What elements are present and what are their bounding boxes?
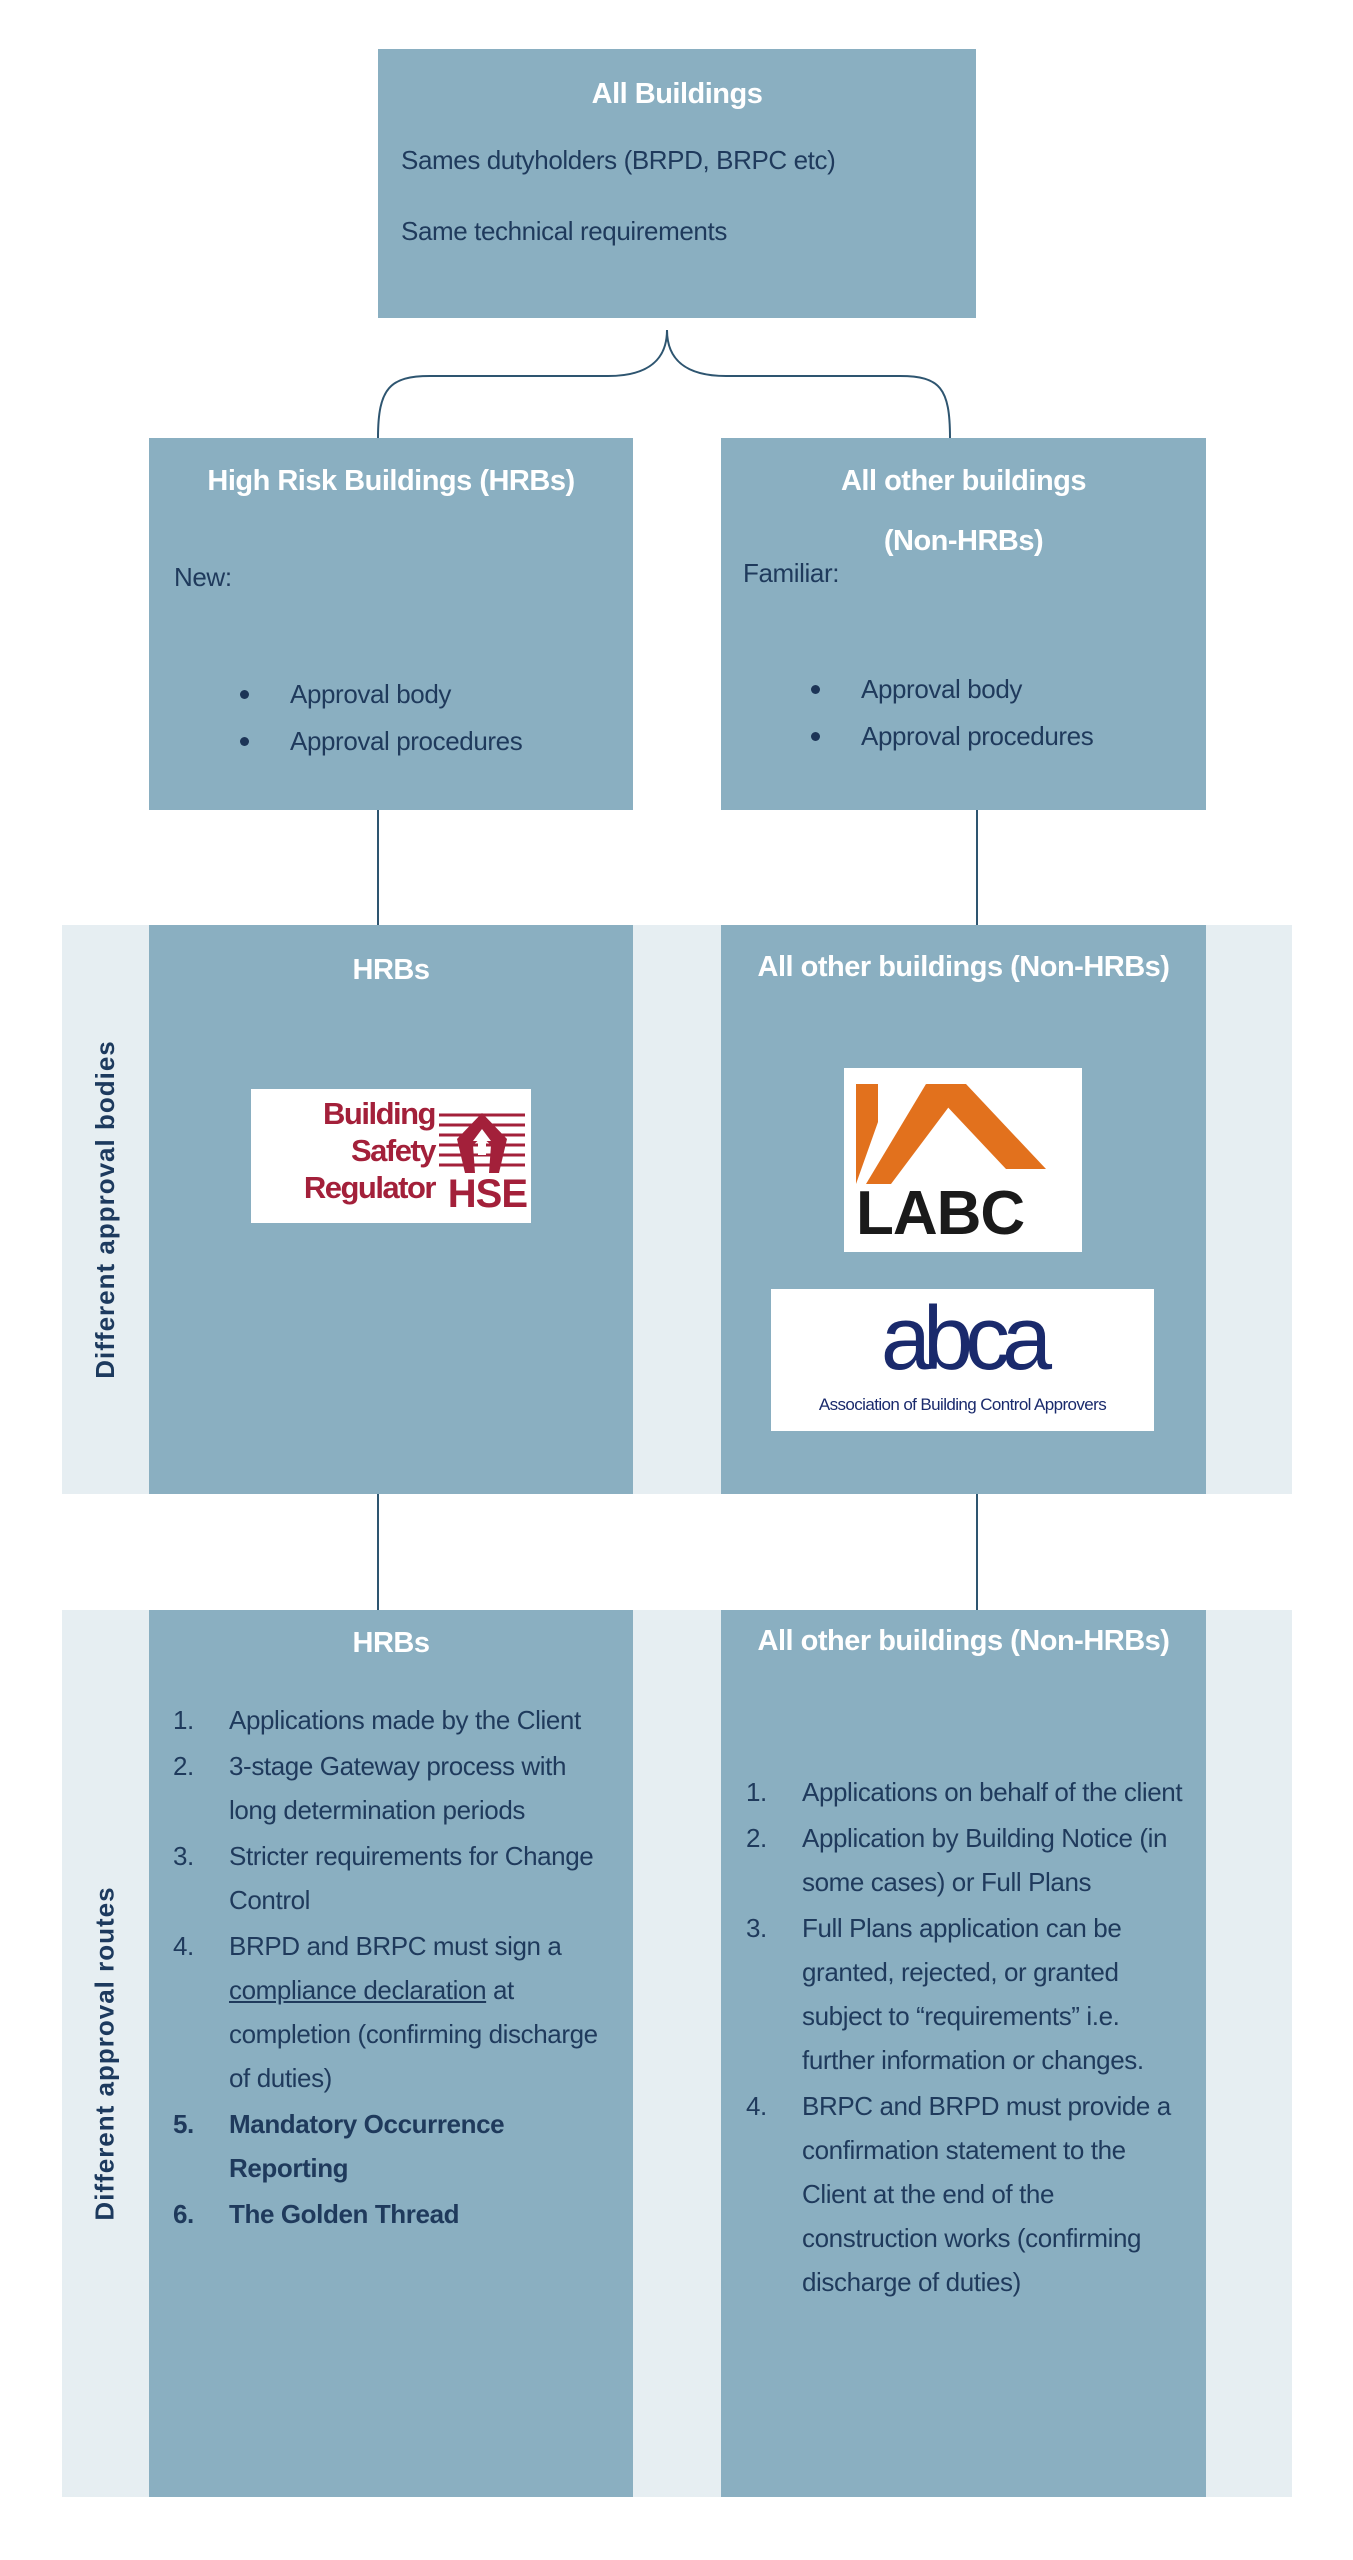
connector-line (976, 810, 978, 925)
non-hrb-title-1: All other buildings (840, 465, 1087, 497)
item-text: BRPD and BRPC must sign a (229, 1931, 562, 1961)
compliance-declaration-link[interactable]: compliance declaration (229, 1975, 487, 2005)
approval-bodies-label: Different approval bodies (62, 925, 149, 1494)
abca-logo: abca Association of Building Control App… (771, 1289, 1154, 1431)
item-text: Applications made by the Client (229, 1705, 581, 1735)
labc-text: LABC (856, 1179, 1025, 1248)
top-line-1: Sames dutyholders (BRPD, BRPC etc) (401, 145, 836, 175)
item-number: 3. (746, 1913, 767, 1943)
list-item: 1. Applications on behalf of the client (746, 1770, 1194, 1814)
list-item: 4. BRPD and BRPC must sign a compliance d… (173, 1924, 619, 2100)
list-item: 6. The Golden Thread (173, 2192, 619, 2236)
item-text: Full Plans application can be granted, r… (802, 1913, 1144, 2075)
hrb-box: High Risk Buildings (HRBs) New: Approval… (149, 438, 633, 810)
bsr-hse-logo: Building Safety Regulator HSE (251, 1089, 531, 1223)
bullet-item: Approval procedures (226, 718, 523, 765)
side-label: Different approval bodies (90, 1040, 120, 1379)
item-number: 2. (173, 1751, 194, 1781)
item-text: Mandatory Occurrence Reporting (229, 2109, 505, 2183)
item-number: 4. (173, 1931, 194, 1961)
non-hrb-bullets: Approval body Approval procedures (797, 666, 1094, 760)
list-item: 3. Full Plans application can be granted,… (746, 1906, 1194, 2082)
side-label: Different approval routes (90, 1886, 121, 2221)
item-text: The Golden Thread (229, 2199, 460, 2229)
all-buildings-title: All Buildings (591, 78, 763, 110)
list-item: 2. Application by Building Notice (in som… (746, 1816, 1194, 1904)
item-number: 1. (746, 1777, 767, 1807)
bsr-line3: Regulator (303, 1170, 437, 1205)
connector-line (976, 1494, 978, 1610)
hse-emblem-icon (439, 1113, 525, 1173)
hrb-title: High Risk Buildings (HRBs) (207, 465, 575, 497)
abca-subtitle: Association of Building Control Approver… (818, 1395, 1107, 1414)
item-number: 5. (173, 2109, 194, 2139)
top-line-2: Same technical requirements (401, 216, 727, 246)
bsr-line2: Safety (350, 1133, 437, 1168)
all-buildings-box: All Buildings Sames dutyholders (BRPD, B… (378, 49, 976, 318)
item-text: Applications on behalf of the client (802, 1777, 1183, 1807)
non-hrb-title-2: (Non-HRBs) (883, 525, 1044, 557)
list-item: 3. Stricter requirements for Change Contr… (173, 1834, 619, 1922)
non-hrb-routes-box: All other buildings (Non-HRBs) 1. Applica… (721, 1610, 1206, 2497)
item-number: 4. (746, 2091, 767, 2121)
item-text: Application by Building Notice (in some … (802, 1823, 1168, 1897)
item-text: 3-stage Gateway process with long determ… (229, 1751, 567, 1825)
list-item: 1. Applications made by the Client (173, 1698, 619, 1742)
hrb-intro: New: (174, 562, 232, 592)
non-hrb-intro: Familiar: (743, 558, 840, 588)
item-number: 3. (173, 1841, 194, 1871)
hrb-bodies-box: HRBs (149, 925, 633, 1494)
labc-roof-icon (856, 1084, 1046, 1184)
item-text: BRPC and BRPD must provide a confirmatio… (802, 2091, 1171, 2297)
hrb-routes-list: 1. Applications made by the Client 2. 3-st… (173, 1698, 619, 2238)
list-item: 5. Mandatory Occurrence Reporting (173, 2102, 619, 2190)
bullet-item: Approval procedures (797, 713, 1094, 760)
bsr-line1: Building (323, 1096, 436, 1131)
item-number: 6. (173, 2199, 194, 2229)
bullet-item: Approval body (797, 666, 1093, 713)
hrb-routes-box: HRBs 1. Applications made by the Client 2… (149, 1610, 633, 2497)
hrb-bodies-title: HRBs (352, 954, 430, 986)
list-item: 4. BRPC and BRPD must provide a confirmat… (746, 2084, 1194, 2304)
hse-mark: HSE (447, 1172, 528, 1216)
non-hrb-routes-title: All other buildings (Non-HRBs) (757, 1625, 1170, 1657)
item-text: Stricter requirements for Change Control (229, 1841, 594, 1915)
item-number: 2. (746, 1823, 767, 1853)
connector-line (377, 1494, 379, 1610)
item-text: at completion (confirming discharge of d… (229, 1975, 598, 2093)
non-hrb-bodies-title: All other buildings (Non-HRBs) (757, 951, 1170, 983)
approval-routes-label: Different approval routes (62, 1610, 149, 2497)
bullet-item: Approval body (226, 671, 522, 718)
labc-logo: LABC (844, 1068, 1082, 1252)
non-hrb-routes-list: 1. Applications on behalf of the client 2… (746, 1770, 1194, 2306)
non-hrb-box: All other buildings (Non-HRBs) Familiar:… (721, 438, 1206, 810)
abca-mark: abca (880, 1289, 1052, 1389)
connector-line (377, 810, 379, 925)
item-number: 1. (173, 1705, 194, 1735)
hrb-routes-title: HRBs (352, 1627, 430, 1659)
hrb-bullets: Approval body Approval procedures (226, 671, 523, 765)
list-item: 2. 3-stage Gateway process with long dete… (173, 1744, 619, 1832)
brace-connector (377, 329, 951, 439)
